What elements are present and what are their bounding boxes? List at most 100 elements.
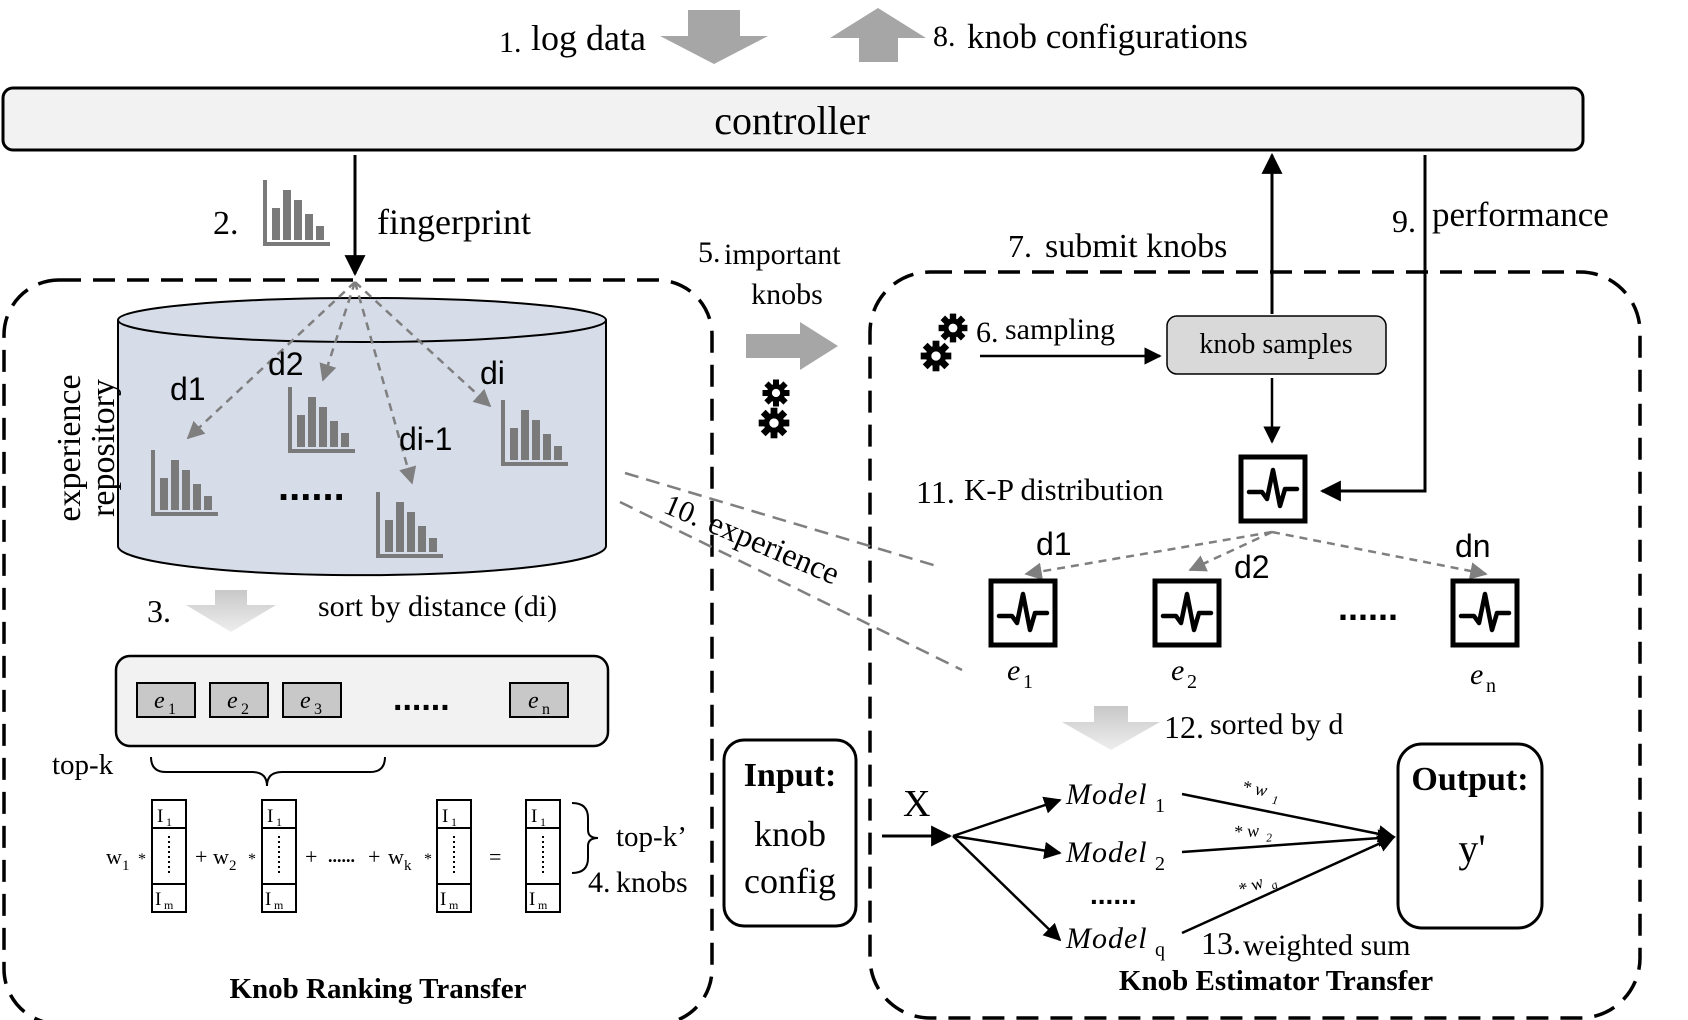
svg-text:w: w bbox=[213, 844, 229, 869]
svg-text:I: I bbox=[267, 806, 273, 827]
svg-text:1: 1 bbox=[168, 701, 176, 718]
knob-samples-box bbox=[1166, 315, 1387, 375]
ranking-list-box bbox=[114, 654, 610, 748]
step1-label: 1. bbox=[499, 26, 522, 59]
chip-e2: e 2 bbox=[209, 682, 269, 718]
log-data-label: log data bbox=[531, 18, 646, 58]
important-knobs-arrow bbox=[746, 322, 838, 370]
sort-step: 3. bbox=[147, 593, 171, 629]
performance-step: 9. bbox=[1392, 203, 1416, 239]
svg-text:m: m bbox=[538, 898, 548, 912]
svg-text:I: I bbox=[155, 889, 161, 910]
ranking-list-ellipsis: ...... bbox=[393, 680, 450, 718]
input-title: Input: bbox=[744, 757, 837, 794]
svg-text:w: w bbox=[106, 844, 122, 869]
waveform-icon bbox=[1155, 581, 1219, 645]
gears-icon bbox=[920, 313, 968, 372]
estimator-d2-label: d2 bbox=[1234, 549, 1270, 585]
weighted-step: 13. bbox=[1201, 925, 1241, 961]
svg-text:I: I bbox=[529, 889, 535, 910]
svg-text:m: m bbox=[274, 898, 284, 912]
svg-text:Model: Model bbox=[1065, 922, 1148, 955]
svg-text:2: 2 bbox=[1187, 671, 1197, 693]
knob-ranking-panel bbox=[2, 278, 714, 1020]
top-k-prime-label: top-k’ bbox=[616, 821, 687, 853]
distance-d1-label: d1 bbox=[170, 371, 206, 407]
knob-configurations-label: knob configurations bbox=[967, 17, 1248, 56]
controller-bar bbox=[1, 86, 1585, 152]
svg-text:+: + bbox=[368, 844, 380, 869]
svg-text:Model: Model bbox=[1065, 836, 1148, 869]
svg-text:e: e bbox=[1470, 658, 1483, 691]
vector-1: I 1 I m bbox=[151, 799, 187, 913]
modelq-arrow bbox=[952, 835, 1062, 942]
waveform-icon bbox=[991, 581, 1055, 645]
svg-text:2: 2 bbox=[1155, 853, 1165, 875]
important-knobs-step: 5. bbox=[698, 236, 721, 269]
estimator-dn-label: dn bbox=[1455, 528, 1491, 564]
svg-text:I: I bbox=[265, 889, 271, 910]
knob-estimator-panel bbox=[868, 270, 1642, 1020]
output-box bbox=[1396, 742, 1544, 930]
vector-k: I 1 I m bbox=[436, 799, 472, 913]
repository-label-line2: repository bbox=[85, 379, 122, 517]
repository-label-line1: experience bbox=[51, 374, 88, 521]
fingerprint-label: fingerprint bbox=[377, 202, 531, 242]
sort-label: sort by distance (di) bbox=[318, 590, 557, 623]
svg-text:n: n bbox=[1486, 675, 1496, 697]
estimator-en-label: e n bbox=[1470, 658, 1496, 697]
weight2-label: * w 2 bbox=[1233, 820, 1273, 844]
svg-text:e: e bbox=[1007, 654, 1020, 687]
svg-text:......: ...... bbox=[328, 846, 355, 866]
formula-term-k: + ...... + w k * bbox=[305, 844, 432, 874]
distance-arrow-d2 bbox=[319, 281, 357, 382]
output-title: Output: bbox=[1411, 761, 1528, 798]
formula-equals: = bbox=[489, 844, 501, 869]
svg-text:m: m bbox=[449, 898, 459, 912]
svg-text:I: I bbox=[440, 889, 446, 910]
repository-cylinder-body bbox=[117, 320, 607, 577]
performance-label: performance bbox=[1432, 195, 1609, 234]
model2-label: Model 2 bbox=[1065, 836, 1165, 875]
svg-text:*: * bbox=[138, 851, 146, 868]
controller-label: controller bbox=[714, 98, 870, 143]
waveform-icon bbox=[1453, 581, 1517, 645]
knobs-label: knobs bbox=[616, 866, 688, 899]
svg-text:q: q bbox=[1155, 939, 1165, 961]
input-line2: config bbox=[744, 861, 836, 901]
model1-label: Model 1 bbox=[1065, 778, 1165, 817]
sampling-label: sampling bbox=[1005, 313, 1115, 346]
svg-text:I: I bbox=[531, 806, 537, 827]
distance-di-1-label: di-1 bbox=[399, 421, 452, 457]
svg-text:1: 1 bbox=[276, 815, 282, 829]
estimators-ellipsis: ...... bbox=[1338, 587, 1398, 628]
gears-icon bbox=[758, 379, 790, 439]
output-value: y' bbox=[1458, 826, 1485, 871]
svg-text:w: w bbox=[388, 844, 404, 869]
svg-text:e: e bbox=[227, 688, 238, 714]
svg-text:+: + bbox=[195, 844, 207, 869]
knob-estimator-title: Knob Estimator Transfer bbox=[1119, 965, 1433, 997]
sorted-step: 12. bbox=[1164, 709, 1204, 745]
svg-text:2: 2 bbox=[229, 858, 237, 874]
svg-text:e: e bbox=[300, 688, 311, 714]
svg-text:+: + bbox=[305, 844, 317, 869]
chip-e3: e 3 bbox=[282, 682, 342, 718]
waveform-icon bbox=[1241, 457, 1305, 521]
svg-text:1: 1 bbox=[1023, 671, 1033, 693]
modelq-label: Model q bbox=[1065, 922, 1165, 961]
svg-text:2: 2 bbox=[1266, 830, 1273, 844]
step8-label: 8. bbox=[933, 20, 956, 53]
weighted-label: weighted sum bbox=[1243, 929, 1410, 962]
submit-label: submit knobs bbox=[1045, 228, 1227, 265]
kp-step: 11. bbox=[916, 474, 955, 510]
svg-text:1: 1 bbox=[122, 858, 130, 874]
x-input-label: X bbox=[903, 783, 930, 825]
svg-text:n: n bbox=[542, 701, 550, 718]
weight1-arrow bbox=[1181, 792, 1396, 843]
top-k-brace bbox=[150, 756, 386, 787]
svg-text:e: e bbox=[154, 688, 165, 714]
svg-text:I: I bbox=[442, 806, 448, 827]
estimator-d1-label: d1 bbox=[1036, 526, 1072, 562]
